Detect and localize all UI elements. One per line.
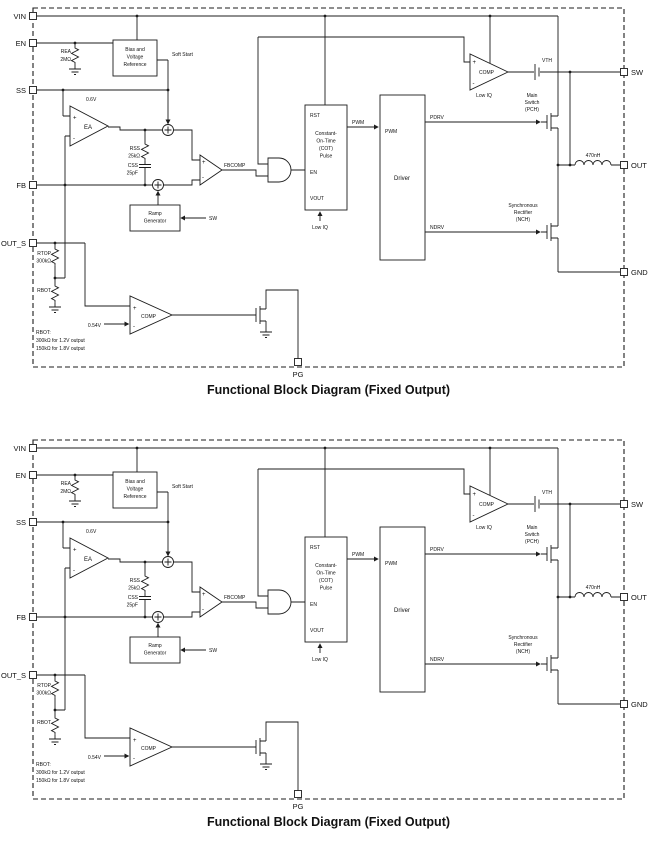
diagram-instance-top <box>0 7 649 398</box>
diagram-instance-bottom <box>0 439 649 830</box>
